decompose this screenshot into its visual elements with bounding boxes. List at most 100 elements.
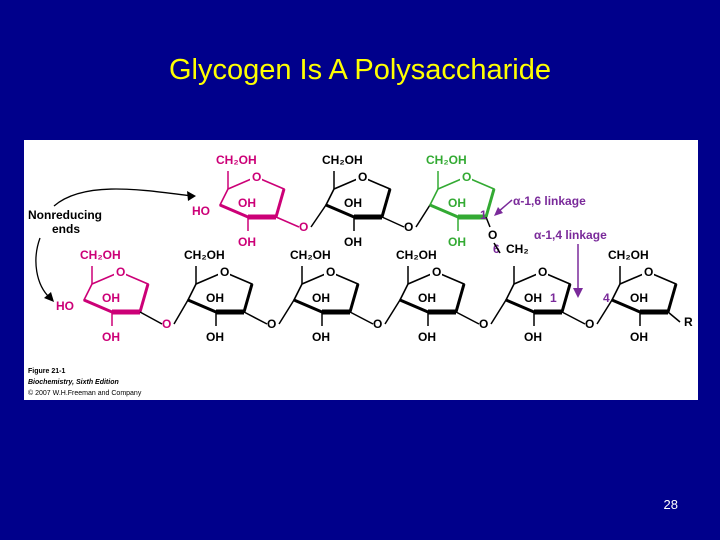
glyco-bond-b-4 xyxy=(596,299,613,325)
ring-bold-edge-c-top-1 xyxy=(380,188,392,218)
oh-bottom-label-bottom-2: OH xyxy=(312,330,330,344)
oh-bottom-label-bottom-0: OH xyxy=(102,330,120,344)
ring-o-bg-bottom-3 xyxy=(430,265,442,277)
oh-inner-label-bottom-2: OH xyxy=(312,291,330,305)
ch2oh-label-top-1: CH₂OH xyxy=(322,153,363,167)
ho-label-top-0: HO xyxy=(192,204,210,218)
oh-inner-label-bottom-4: OH xyxy=(524,291,542,305)
glyco-bond-a-2 xyxy=(349,311,374,325)
top-glyco-bond-a-0 xyxy=(275,216,300,228)
reducing-end-label: R xyxy=(684,315,693,329)
ring-o-bg-bottom-4 xyxy=(536,265,548,277)
carbon-1-label-bottom: 1 xyxy=(550,291,557,305)
ring-o-bg-top-0 xyxy=(250,170,262,182)
ring-bold-edge-c-top-2 xyxy=(484,188,496,218)
arrow-to-upper-end xyxy=(53,188,193,207)
slide-title: Glycogen Is A Polysaccharide xyxy=(168,54,552,86)
ring-bold-edge-b-bottom-5 xyxy=(611,298,641,314)
ch2oh-label-bottom-2: CH₂OH xyxy=(290,248,331,262)
ring-bold-edge-c-bottom-1 xyxy=(242,283,254,313)
glyco-oxygen-0: O xyxy=(162,317,171,331)
ring-bold-edge-b-top-0 xyxy=(219,203,249,219)
alpha-1-6-pointer-head xyxy=(494,207,503,216)
oh-bottom-label-top-0: OH xyxy=(238,235,256,249)
ring-bold-edge-b-bottom-2 xyxy=(293,298,323,314)
reducing-bond xyxy=(667,311,681,323)
ch2oh-label-bottom-5: CH₂OH xyxy=(608,248,649,262)
oh-inner-label-top-2: OH xyxy=(448,196,466,210)
page-number: 28 xyxy=(663,497,678,512)
ring-o-bg-bottom-1 xyxy=(218,265,230,277)
arrow-to-lower-end xyxy=(35,237,51,299)
ring-bold-edge-c-top-0 xyxy=(274,188,286,218)
ring-bold-edge-b-top-1 xyxy=(325,203,355,219)
ch2oh-label-bottom-3: CH₂OH xyxy=(396,248,437,262)
ring-bold-edge-c-bottom-5 xyxy=(666,283,678,313)
glycogen-structure-figure: Nonreducing ends α-1,6 linkage α-1,4 lin… xyxy=(24,140,698,400)
ring-bold-edge-c-bottom-2 xyxy=(348,283,360,313)
top-glyco-oxygen-1: O xyxy=(404,220,413,234)
ring-oxygen-bottom-5: O xyxy=(644,265,653,279)
arrow-head-upper xyxy=(187,191,196,201)
ring-bold-edge-b-bottom-0 xyxy=(83,298,113,314)
ch2-branch-label: CH₂ xyxy=(506,242,529,256)
glycogen-structure-diagram: Nonreducing ends α-1,6 linkage α-1,4 lin… xyxy=(28,153,693,397)
glyco-oxygen-2: O xyxy=(373,317,382,331)
ho-label-bottom-0: HO xyxy=(56,299,74,313)
alpha16-bond-b xyxy=(493,242,501,254)
carbon-4-label: 4 xyxy=(603,291,610,305)
ring-o-bg-top-1 xyxy=(356,170,368,182)
oh-inner-label-top-1: OH xyxy=(344,196,362,210)
ring-oxygen-top-0: O xyxy=(252,170,261,184)
ring-bold-edge-c-bottom-4 xyxy=(560,283,572,313)
nonreducing-label-line2: ends xyxy=(52,222,80,236)
arrow-head-lower xyxy=(44,292,54,302)
ring-bold-edge-b-top-2 xyxy=(429,203,459,219)
glyco-bond-a-0 xyxy=(139,311,163,325)
ch2oh-label-top-2: CH₂OH xyxy=(426,153,467,167)
ring-oxygen-top-1: O xyxy=(358,170,367,184)
alpha16-oxygen: O xyxy=(488,228,497,242)
ring-oxygen-bottom-4: O xyxy=(538,265,547,279)
ch2oh-label-top-0: CH₂OH xyxy=(216,153,257,167)
ring-bold-edge-b-bottom-1 xyxy=(187,298,217,314)
top-glyco-bond-b-0 xyxy=(310,204,327,228)
ring-bold-edge-b-bottom-4 xyxy=(505,298,535,314)
top-glyco-bond-a-1 xyxy=(381,216,405,228)
ring-oxygen-bottom-2: O xyxy=(326,265,335,279)
caption-copyright: © 2007 W.H.Freeman and Company xyxy=(28,389,142,397)
oh-bottom-label-bottom-5: OH xyxy=(630,330,648,344)
caption-figure-number: Figure 21-1 xyxy=(28,368,65,375)
alpha-1-6-linkage-label: α-1,6 linkage xyxy=(513,194,586,208)
glyco-bond-b-0 xyxy=(173,299,189,325)
ch2oh-label-bottom-0: CH₂OH xyxy=(80,248,121,262)
glyco-bond-a-1 xyxy=(243,311,268,325)
ring-oxygen-bottom-0: O xyxy=(116,265,125,279)
glyco-bond-a-4 xyxy=(561,311,586,325)
carbon-6-label: 6 xyxy=(493,242,500,256)
ring-bold-edge-c-bottom-3 xyxy=(454,283,466,313)
ring-o-bg-bottom-5 xyxy=(642,265,654,277)
alpha-1-4-pointer-head xyxy=(573,288,583,298)
oh-inner-label-bottom-0: OH xyxy=(102,291,120,305)
ring-bold-edge-c-bottom-0 xyxy=(138,283,150,313)
glyco-oxygen-3: O xyxy=(479,317,488,331)
glyco-oxygen-1: O xyxy=(267,317,276,331)
alpha16-bond-a xyxy=(485,216,491,228)
ch2oh-label-bottom-1: CH₂OH xyxy=(184,248,225,262)
carbon-1-label-top: 1 xyxy=(480,208,487,222)
sugar-rings-group: OCH₂OHOHOHHOOOCH₂OHOHOHOOCH₂OHOHOHOOCH₂O… xyxy=(56,153,681,344)
ring-o-bg-top-2 xyxy=(460,170,472,182)
ring-oxygen-bottom-3: O xyxy=(432,265,441,279)
oh-bottom-label-top-2: OH xyxy=(448,235,466,249)
oh-inner-label-top-0: OH xyxy=(238,196,256,210)
nonreducing-label-line1: Nonreducing xyxy=(28,208,102,222)
ring-o-bg-bottom-0 xyxy=(114,265,126,277)
ring-bold-edge-b-bottom-3 xyxy=(399,298,429,314)
glyco-bond-b-2 xyxy=(384,299,401,325)
alpha-1-4-linkage-label: α-1,4 linkage xyxy=(534,228,607,242)
glyco-bond-b-1 xyxy=(278,299,295,325)
oh-inner-label-bottom-1: OH xyxy=(206,291,224,305)
ring-oxygen-top-2: O xyxy=(462,170,471,184)
glyco-bond-b-3 xyxy=(490,299,507,325)
